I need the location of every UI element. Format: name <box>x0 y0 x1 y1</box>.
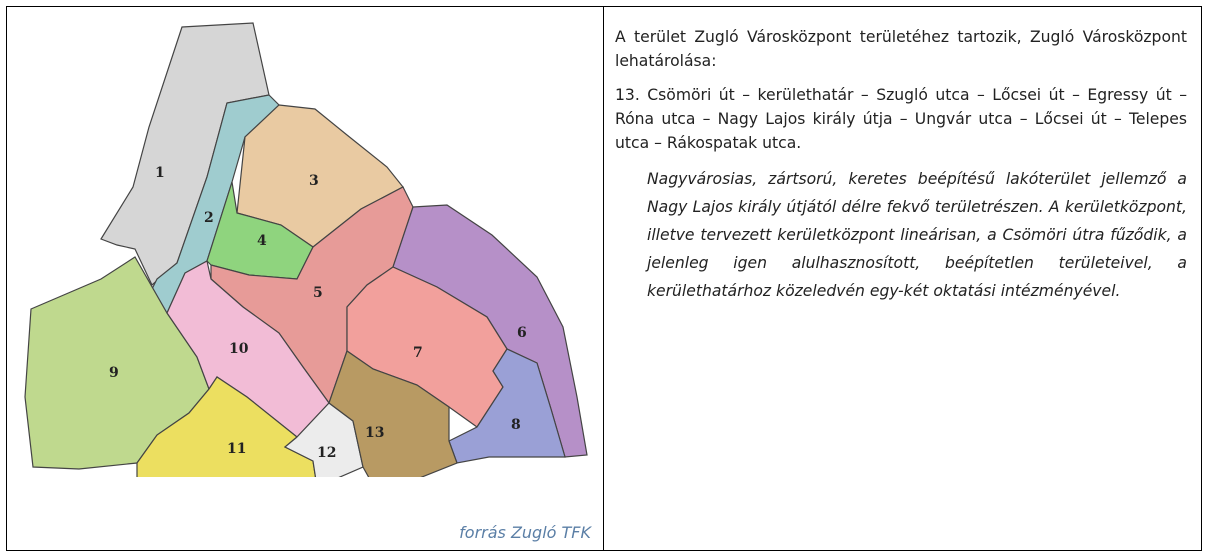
boundary-paragraph: 13. Csömöri út – kerülethatár – Szugló u… <box>615 86 1187 152</box>
district-label-8: 6 <box>517 325 527 341</box>
district-label-3: 3 <box>309 173 319 189</box>
district-7 <box>346 266 508 428</box>
district-label-7: 7 <box>413 345 423 361</box>
district-label-2: 2 <box>204 210 214 226</box>
description-paragraph: Nagyvárosias, zártsorú, keretes beépítés… <box>647 170 1187 300</box>
map-cell: 1 2 3 4 9 10 7 6 11 12 13 8 5 forrás Zug… <box>7 7 604 550</box>
district-label-4: 4 <box>257 233 267 249</box>
district-label-13: 5 <box>313 285 323 301</box>
district-label-11: 13 <box>365 425 384 441</box>
district-map: 1 2 3 4 9 10 7 6 11 12 13 8 5 <box>24 22 588 477</box>
district-label-1: 1 <box>155 165 165 181</box>
district-label-9: 11 <box>227 441 246 457</box>
district-11 <box>328 350 458 477</box>
intro-paragraph: A terület Zugló Városközpont területéhez… <box>615 28 1187 70</box>
district-label-6: 10 <box>229 341 249 357</box>
text-cell: A terület Zugló Városközpont területéhez… <box>604 7 1201 550</box>
document-table: 1 2 3 4 9 10 7 6 11 12 13 8 5 forrás Zug… <box>6 6 1202 551</box>
district-label-12: 8 <box>511 417 521 433</box>
map-source-caption: forrás Zugló TFK <box>459 523 591 542</box>
district-label-5: 9 <box>109 365 119 381</box>
district-label-10: 12 <box>317 445 336 461</box>
